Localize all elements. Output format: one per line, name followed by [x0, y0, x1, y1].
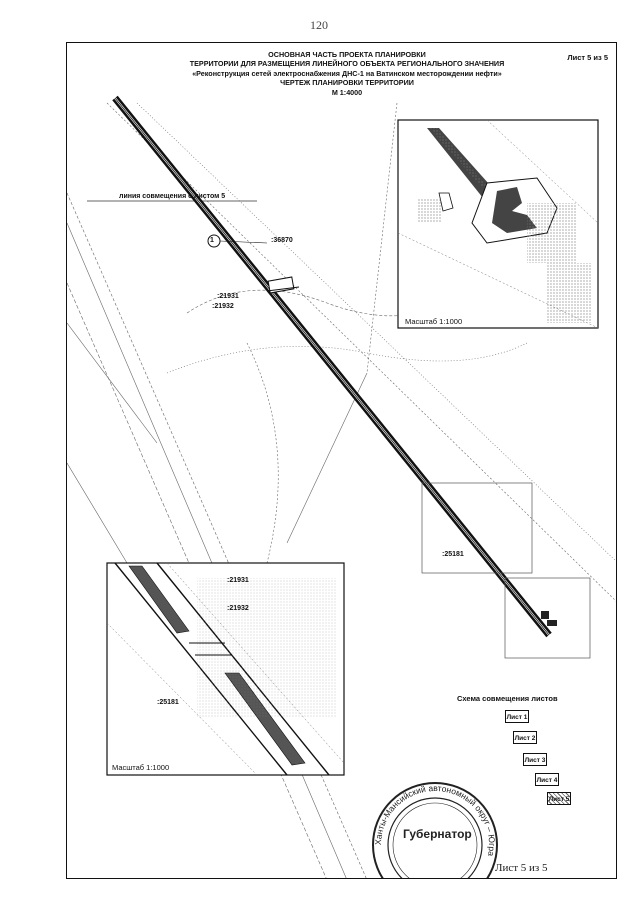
- inset-parcel-21931: :21931: [227, 577, 249, 584]
- scheme-sheet-4: Лист 4: [535, 773, 559, 786]
- inset-parcel-25181: :25181: [157, 699, 179, 706]
- bottom-sheet-label: Лист 5 из 5: [495, 862, 548, 874]
- title-line-2: ТЕРРИТОРИИ ДЛЯ РАЗМЕЩЕНИЯ ЛИНЕЙНОГО ОБЪЕ…: [189, 59, 505, 69]
- title-block: ОСНОВНАЯ ЧАСТЬ ПРОЕКТА ПЛАНИРОВКИ ТЕРРИТ…: [157, 50, 537, 97]
- inset-top: [397, 119, 599, 329]
- territory-boundaries: [67, 102, 616, 878]
- title-line-1: ОСНОВНАЯ ЧАСТЬ ПРОЕКТА ПЛАНИРОВКИ: [268, 50, 426, 59]
- scheme-sheet-5: Лист 5: [547, 792, 571, 805]
- parcel-21932: :21932: [212, 303, 234, 310]
- inset-top-scale: Масштаб 1:1000: [405, 317, 463, 326]
- parcel-36870: :36870: [271, 237, 293, 244]
- stamp-seal: Ханты-Мансийский автономный округ – Югра: [372, 782, 498, 878]
- inset-bottom: [106, 562, 345, 776]
- scheme-title: Схема совмещения листов: [457, 694, 558, 703]
- title-line-4: ЧЕРТЕЖ ПЛАНИРОВКИ ТЕРРИТОРИИ: [280, 78, 414, 88]
- scheme-sheet-3: Лист 3: [523, 753, 547, 766]
- site-plan-drawing: Ханты-Мансийский автономный округ – Югра: [67, 95, 616, 878]
- sheet-label-top: Лист 5 из 5: [567, 53, 608, 62]
- page-number: 120: [310, 18, 328, 32]
- power-line-corridor: [112, 95, 552, 638]
- parcel-21931: :21931: [217, 293, 239, 300]
- callout-number: 1: [210, 237, 214, 244]
- scheme-sheet-2: Лист 2: [513, 731, 537, 744]
- stamp-text: Губернатор: [403, 827, 472, 841]
- inset-parcel-21932: :21932: [227, 605, 249, 612]
- end-substation: [541, 611, 557, 626]
- title-line-3: «Реконструкция сетей электроснабжения ДН…: [192, 68, 502, 78]
- parcel-25181: :25181: [442, 551, 464, 558]
- title-scale: М 1:4000: [331, 87, 363, 97]
- drawing-frame: ОСНОВНАЯ ЧАСТЬ ПРОЕКТА ПЛАНИРОВКИ ТЕРРИТ…: [66, 42, 617, 879]
- match-line-label: линия совмещения с листом 5: [119, 193, 226, 200]
- scheme-sheet-1: Лист 1: [505, 710, 529, 723]
- inset-bottom-scale: Масштаб 1:1000: [112, 763, 170, 772]
- road-crossing: [266, 276, 300, 294]
